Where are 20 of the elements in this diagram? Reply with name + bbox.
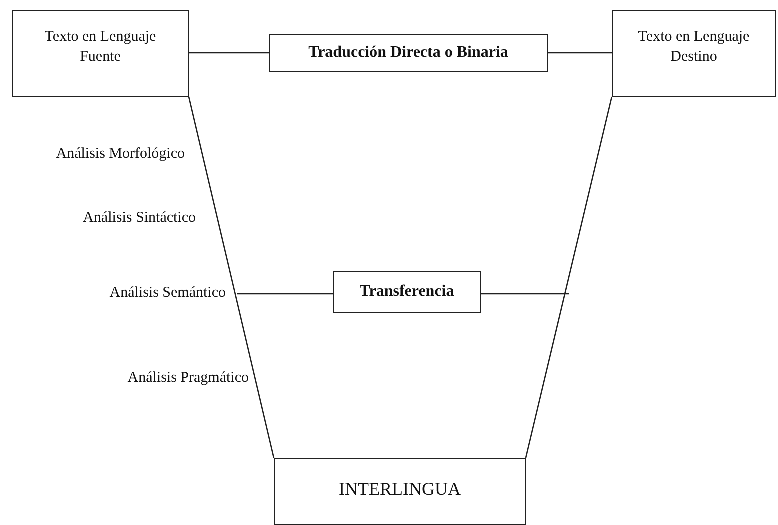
box-text: Texto en Lenguaje Fuente [44,28,158,66]
connector-line [548,52,612,54]
connector-line [189,52,269,54]
process-box [12,10,189,97]
connector-line [237,293,333,295]
analysis-level-label: Análisis Semántico [110,285,226,302]
method-box [269,34,548,72]
process-box [612,10,776,97]
analysis-level-label: Análisis Sintáctico [83,210,196,227]
box-text: INTERLINGUA [339,478,461,501]
box-text: Transferencia [360,282,454,302]
box-text: Texto en Lenguaje Destino [637,28,751,66]
interlingua-box [274,458,526,525]
analysis-level-label: Análisis Pragmático [128,370,249,387]
box-text: Traducción Directa o Binaria [308,42,508,63]
connector-line [525,96,613,458]
connector-line [481,293,569,295]
method-box [333,271,481,313]
analysis-level-label: Análisis Morfológico [56,146,185,163]
connector-line [188,96,275,458]
